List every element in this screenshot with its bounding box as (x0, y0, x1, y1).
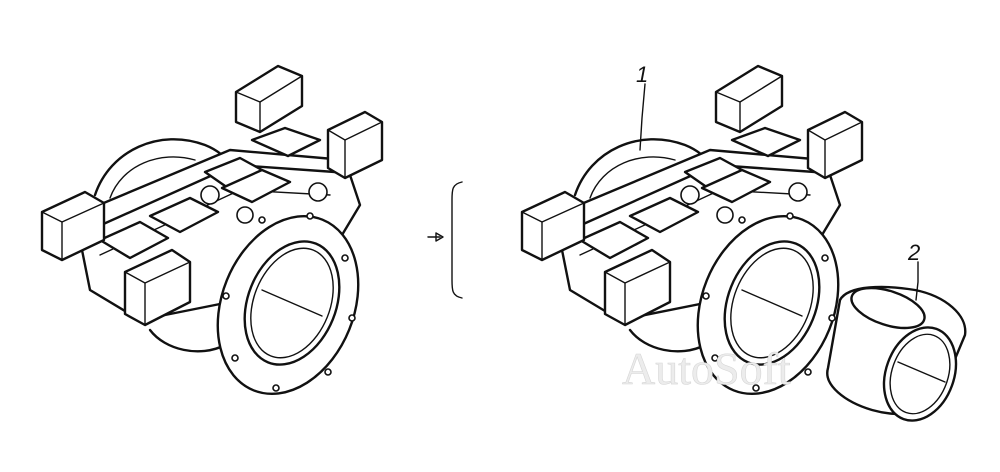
arrow-head (435, 232, 444, 242)
group-bracket (451, 181, 463, 299)
leader-line-1 (639, 83, 646, 151)
leader-line-2 (915, 261, 919, 301)
watermark-text: AutoSoft (622, 343, 791, 394)
callout-label-1: 1 (636, 62, 648, 87)
callout-label-2: 2 (907, 240, 920, 265)
housing-assembled (40, 64, 385, 417)
bushing-part (826, 285, 967, 422)
